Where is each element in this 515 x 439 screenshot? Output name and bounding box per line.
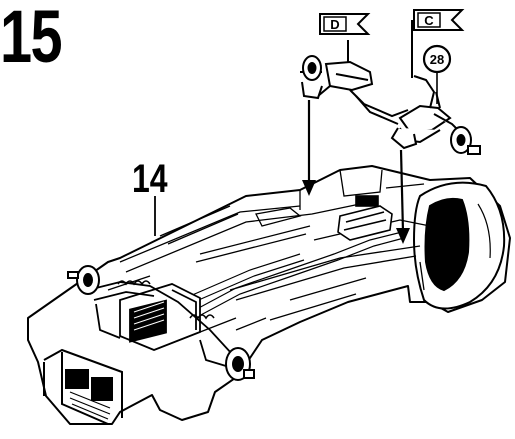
flag-d-label: D — [330, 17, 339, 32]
front-axle-assembly — [300, 40, 409, 125]
center-tunnel — [337, 195, 393, 241]
part-number-14: 14 — [132, 156, 168, 201]
flag-c: C — [413, 9, 465, 31]
front-left-hub — [67, 265, 100, 295]
arrow-d-down — [302, 100, 316, 196]
front-right-hub — [225, 347, 255, 381]
flag-d: D — [319, 13, 371, 35]
front-bumper — [43, 348, 123, 425]
fuel-lines — [179, 231, 405, 325]
assembly-arrows — [154, 72, 438, 244]
engine-block — [119, 283, 201, 351]
callout-14: 14 — [132, 156, 168, 201]
step-number: 15 — [0, 0, 63, 78]
rear-axle-assembly — [390, 20, 481, 155]
front-suspension — [87, 280, 233, 367]
rear-wheel-well — [412, 181, 506, 310]
flag-c-label: C — [424, 13, 434, 28]
circle-28-label: 28 — [430, 52, 444, 67]
arrow-c-down — [396, 149, 410, 244]
circle-28: 28 — [422, 44, 452, 74]
